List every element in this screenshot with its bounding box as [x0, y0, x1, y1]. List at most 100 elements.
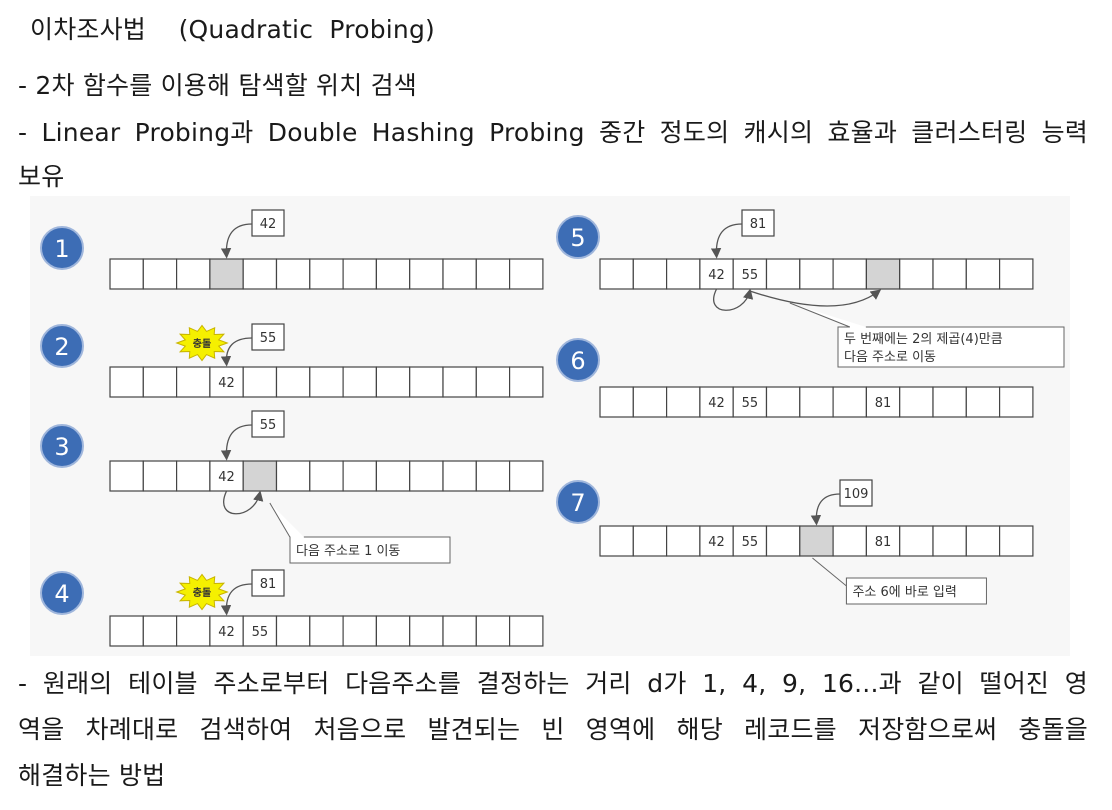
table-cell — [275, 460, 311, 492]
table-cell — [109, 258, 144, 290]
table-cell — [932, 386, 967, 418]
table-cell — [799, 258, 834, 290]
step-circle-6 — [556, 338, 600, 382]
step-circle-4 — [40, 571, 84, 615]
table-cell — [965, 386, 1001, 418]
table-cell — [275, 366, 311, 398]
table-cell — [409, 615, 444, 647]
table-cell — [765, 525, 801, 557]
cell-value: 55 — [742, 268, 759, 283]
step-circle-1 — [40, 226, 84, 270]
table-cell — [375, 258, 411, 290]
incoming-key-7: 109 — [844, 487, 869, 502]
cell-value: 55 — [252, 625, 269, 640]
table-cell — [899, 258, 934, 290]
bullet-quadratic-function: - 2차 함수를 이용해 탐색할 위치 검색 — [18, 71, 418, 100]
incoming-key-box — [741, 209, 775, 237]
table-cell — [309, 460, 344, 492]
table-cell — [865, 386, 901, 418]
cell-value: 42 — [218, 625, 235, 640]
note-step-5-line2: 다음 주소로 이동 — [844, 350, 936, 365]
table-cell — [309, 615, 344, 647]
table-cell — [176, 258, 211, 290]
insert-arrow — [220, 223, 253, 259]
table-cell — [765, 386, 801, 418]
cell-value: 42 — [218, 470, 235, 485]
step-number-2: 2 — [54, 333, 69, 361]
cell-value: 42 — [708, 396, 725, 411]
table-cell — [665, 386, 701, 418]
incoming-key-1: 42 — [260, 217, 277, 232]
cell-value: 81 — [875, 396, 892, 411]
table-cell — [665, 525, 701, 557]
insert-arrow — [220, 337, 253, 367]
table-cell — [209, 460, 244, 492]
table-cell — [732, 525, 768, 557]
table-cell — [509, 366, 544, 398]
cell-value: 55 — [742, 396, 759, 411]
incoming-key-box — [839, 479, 873, 507]
table-cell — [632, 525, 668, 557]
step-circle-3 — [40, 424, 84, 468]
table-cell — [342, 258, 378, 290]
note-step-5-line1: 두 번째에는 2의 제곱(4)만큼 — [844, 332, 1003, 347]
table-cell — [998, 525, 1034, 557]
table-cell — [509, 460, 544, 492]
step-number-1: 1 — [54, 235, 69, 263]
table-cell — [832, 525, 867, 557]
table-cell — [998, 258, 1034, 290]
step-circle-7 — [556, 480, 600, 524]
collision-label: 충돌 — [193, 586, 211, 599]
table-cell — [209, 366, 244, 398]
incoming-key-box — [251, 569, 285, 597]
insert-arrow — [220, 424, 253, 461]
cell-value: 42 — [218, 376, 235, 391]
table-cell — [176, 615, 211, 647]
table-cell — [475, 460, 511, 492]
incoming-key-5: 81 — [750, 217, 767, 232]
probe-loop-arrow — [713, 288, 754, 311]
table-cell — [932, 525, 967, 557]
step-number-5: 5 — [570, 224, 585, 252]
incoming-key-box — [251, 323, 285, 351]
table-cell — [475, 615, 511, 647]
table-cell — [442, 615, 477, 647]
table-cell — [699, 386, 734, 418]
table-cell — [142, 615, 178, 647]
table-cell — [442, 460, 477, 492]
note-step-7: 주소 6에 바로 입력 — [852, 585, 956, 600]
callout-note-3 — [269, 502, 451, 564]
bullet-probing-distance: - 원래의 테이블 주소로부터 다음주소를 결정하는 거리 d가 1, 4, 9… — [18, 669, 1088, 698]
table-cell — [442, 366, 477, 398]
table-cell — [209, 615, 244, 647]
table-cell — [409, 366, 444, 398]
table-cell — [765, 258, 801, 290]
table-cell — [899, 525, 934, 557]
bullet-probing-distance-end: 해결하는 방법 — [18, 761, 166, 790]
table-cell — [242, 615, 278, 647]
table-cell — [342, 615, 378, 647]
table-cell — [375, 366, 411, 398]
bullet-cache-efficiency-cont: 보유 — [18, 162, 65, 191]
table-cell — [242, 258, 278, 290]
table-cell — [632, 386, 668, 418]
note-box-7 — [845, 577, 987, 605]
page-title: 이차조사법 (Quadratic Probing) — [30, 15, 435, 44]
table-cell — [242, 460, 278, 492]
table-cell — [965, 258, 1001, 290]
table-cell — [109, 460, 144, 492]
table-cell — [209, 258, 244, 290]
table-cell — [109, 615, 144, 647]
table-cell — [142, 258, 178, 290]
step-number-4: 4 — [54, 580, 69, 608]
step-circle-5 — [556, 215, 600, 259]
incoming-key-4: 81 — [260, 577, 277, 592]
incoming-key-2: 55 — [260, 331, 277, 346]
incoming-key-box — [251, 410, 285, 438]
bullet-probing-distance-cont: 역을 차례대로 검색하여 처음으로 발견되는 빈 영역에 해당 레코드를 저장함… — [18, 715, 1088, 744]
table-cell — [799, 525, 834, 557]
table-cell — [142, 460, 178, 492]
table-cell — [899, 386, 934, 418]
bullet-cache-efficiency: - Linear Probing과 Double Hashing Probing… — [18, 118, 1088, 147]
